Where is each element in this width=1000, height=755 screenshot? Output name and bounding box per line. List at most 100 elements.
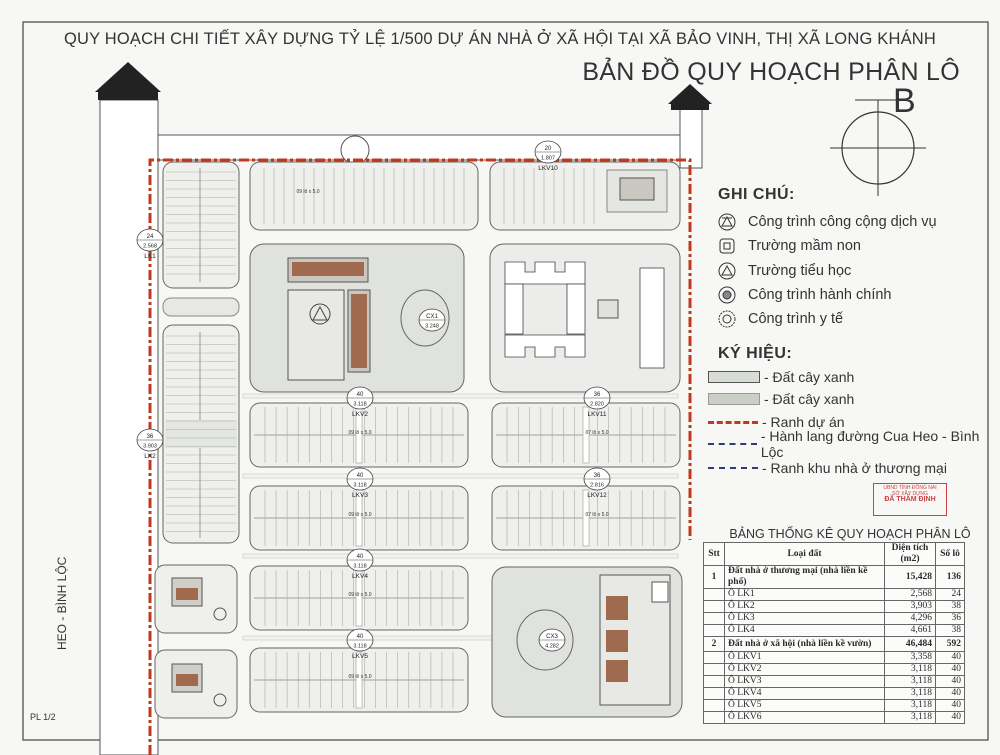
block-label-cx3: CX3 4.282 (538, 628, 566, 652)
lot-lines-top (263, 168, 465, 224)
lot-dimension-label: 07 lô x 5.0 (585, 430, 608, 436)
administrative-icon (718, 286, 736, 304)
lot-block (491, 485, 681, 551)
corridor-swatch (708, 443, 757, 445)
compass-icon (830, 99, 926, 196)
svg-text:3.248: 3.248 (425, 324, 439, 330)
legend-item: Công trình hành chính (718, 285, 892, 305)
legend-item: Công trình y tế (718, 309, 843, 329)
north-arrow-right (668, 84, 712, 110)
block-lk1 (162, 161, 240, 289)
block-cx3 (491, 566, 683, 718)
lot-dimension-label: 09 lô x 5.0 (348, 512, 371, 518)
legend-item: Trường mầm non (718, 236, 861, 256)
svg-text:36: 36 (594, 392, 601, 398)
road-label: HEO - BÌNH LỘC (55, 556, 69, 650)
medical-icon (718, 310, 736, 328)
svg-text:2.816: 2.816 (590, 483, 604, 489)
symbol-item: - Hành lang đường Cua Heo - Bình Lộc (708, 428, 1000, 460)
lot-dimension-label: 09 lô x 5.0 (348, 674, 371, 680)
symbol-item: - Đất cây xanh (708, 368, 854, 386)
boundary-swatch (708, 420, 758, 424)
sheet-number: PL 1/2 (30, 712, 56, 722)
stats-table-title: BẢNG THỐNG KÊ QUY HOẠCH PHÂN LÔ (729, 527, 971, 541)
symbol-item: - Ranh khu nhà ở thương mại (708, 459, 947, 477)
svg-text:LKV10: LKV10 (538, 165, 558, 172)
legend-item: Trường tiểu học (718, 261, 851, 281)
svg-text:36: 36 (594, 473, 601, 479)
road-divider (242, 393, 679, 399)
green-dark-swatch (708, 393, 760, 405)
approval-stamp: UBND TỈNH ĐỒNG NAI SỞ XÂY DỰNG ĐÃ THẨM Đ… (873, 483, 947, 516)
lot-block (249, 647, 469, 713)
svg-text:4.282: 4.282 (545, 644, 559, 650)
svg-text:1.807: 1.807 (541, 156, 555, 162)
svg-text:2.820: 2.820 (590, 402, 604, 408)
legend-item: Công trình công cộng dịch vụ (718, 212, 937, 232)
svg-text:24: 24 (147, 234, 154, 240)
svg-text:LKV3: LKV3 (352, 492, 368, 499)
svg-text:40: 40 (357, 473, 364, 479)
svg-text:3.903: 3.903 (143, 444, 157, 450)
lot-block (249, 565, 469, 631)
svg-text:CX1: CX1 (426, 314, 438, 320)
svg-text:LKV12: LKV12 (587, 492, 607, 499)
public-service-icon (718, 213, 736, 231)
villa-block-1 (154, 564, 238, 634)
svg-text:LK1: LK1 (144, 253, 156, 260)
svg-text:3.118: 3.118 (353, 483, 366, 489)
lot-block (491, 402, 681, 468)
svg-text:3.118: 3.118 (353, 402, 366, 408)
plan-subtitle: BẢN ĐỒ QUY HOẠCH PHÂN LÔ (582, 58, 960, 86)
primary-school-icon (718, 262, 736, 280)
road-divider (242, 553, 679, 559)
symbol-item: - Đất cây xanh (708, 390, 854, 408)
svg-text:2.568: 2.568 (143, 244, 157, 250)
plan-title: QUY HOẠCH CHI TIẾT XÂY DỰNG TỶ LỆ 1/500 … (63, 30, 937, 48)
project-boundary (148, 158, 692, 755)
block-lk2 (162, 324, 240, 544)
symbol-item: - Ranh dự án (708, 413, 845, 431)
green-light-swatch (708, 371, 760, 383)
lot-block (249, 402, 469, 468)
svg-text:LKV5: LKV5 (352, 653, 368, 660)
svg-text:LKV4: LKV4 (352, 573, 368, 580)
lot-dimension-label: 09 lô x 5.0 (348, 430, 371, 436)
lot-dimension-label: 07 lô x 5.0 (585, 512, 608, 518)
svg-text:3.118: 3.118 (353, 644, 366, 650)
svg-text:20: 20 (545, 146, 552, 152)
col-header-stt: Stt (703, 542, 725, 566)
compass-letter: B (893, 82, 916, 120)
svg-text:LKV2: LKV2 (352, 411, 368, 418)
commercial-swatch (708, 467, 758, 469)
block-cx1 (249, 243, 465, 393)
block-label-cx1: CX1 3.248 (418, 308, 446, 332)
svg-text:CX3: CX3 (546, 634, 558, 640)
col-header-lots: Số lô (935, 542, 965, 566)
legend-heading: GHI CHÚ: (718, 186, 795, 203)
svg-text:3.118: 3.118 (353, 564, 366, 570)
kindergarten-icon (718, 237, 736, 255)
lot-dimension-label: 09 lô x 5.0 (296, 189, 319, 195)
svg-text:40: 40 (357, 634, 364, 640)
